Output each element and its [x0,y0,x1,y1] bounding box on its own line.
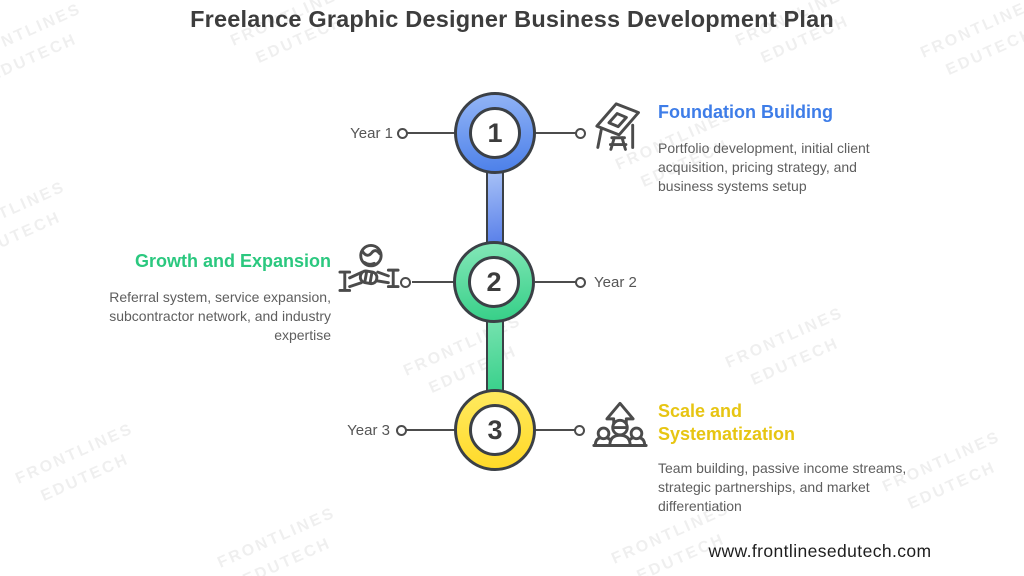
milestone-3-heading: Scale and Systematization [658,401,796,444]
year-2-label: Year 2 [594,274,637,291]
milestone-1-textblock: Foundation Building Portfolio developmen… [658,101,910,196]
watermark: FRONTLINES EDUTECH [401,312,525,397]
milestone-1-node: 1 [454,92,536,174]
milestone-2-heading: Growth and Expansion [134,251,331,271]
watermark: FRONTLINES EDUTECH [13,420,137,505]
handshake-globe-icon [338,243,400,305]
leader-line [405,429,455,431]
milestone-2-node: 2 [453,241,535,323]
milestone-3-number: 3 [469,404,521,456]
line-endpoint-dot [574,425,585,436]
milestone-2-description: Referral system, service expansion, subc… [109,288,331,344]
leader-line [535,429,577,431]
leader-line [412,281,455,283]
milestone-1-number: 1 [469,107,521,159]
watermark: FRONTLINES EDUTECH [723,304,847,389]
watermark: FRONTLINES EDUTECH [215,504,339,576]
milestone-3-textblock: Scale and Systematization Team building,… [658,400,910,516]
year-3-label: Year 3 [347,422,390,439]
milestone-3-description: Team building, passive income streams, s… [658,459,907,515]
line-endpoint-dot [400,277,411,288]
drafting-table-icon [592,99,654,161]
leader-line [406,132,455,134]
line-endpoint-dot [575,128,586,139]
website-link[interactable]: www.frontlinesedutech.com [708,541,932,561]
milestone-1-description: Portfolio development, initial client ac… [658,139,870,195]
milestone-3-node: 3 [454,389,536,471]
milestone-2-number: 2 [468,256,520,308]
team-growth-icon [589,399,651,461]
milestone-1-heading: Foundation Building [658,102,833,122]
year-1-label: Year 1 [350,125,393,142]
leader-line [535,132,578,134]
page-title: Freelance Graphic Designer Business Deve… [190,6,834,32]
milestone-2-textblock: Growth and Expansion Referral system, se… [66,250,331,345]
line-endpoint-dot [575,277,586,288]
leader-line [535,281,578,283]
